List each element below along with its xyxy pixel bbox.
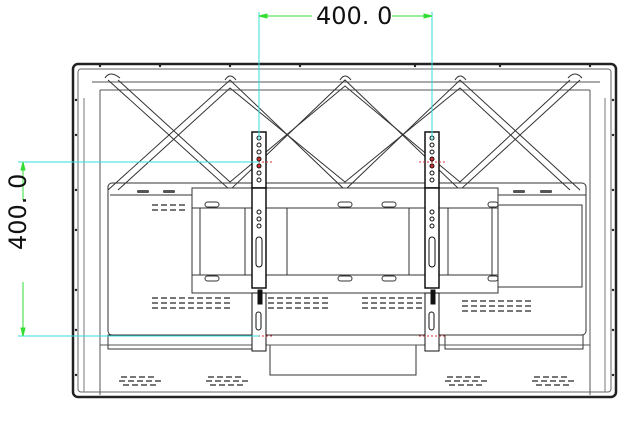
frame-screws bbox=[74, 64, 615, 377]
horizontal-dimension-label: 400. 0 bbox=[316, 2, 393, 30]
wall-plate bbox=[191, 187, 499, 294]
vertical-dimension-label: 400. 0 bbox=[4, 173, 32, 250]
left-bracket bbox=[251, 131, 267, 352]
right-bracket bbox=[424, 131, 440, 352]
tv-frame bbox=[71, 62, 618, 399]
vents bbox=[119, 190, 574, 386]
x-brace bbox=[104, 73, 583, 191]
dimension-lines bbox=[20, 13, 433, 337]
extension-lines bbox=[18, 12, 433, 337]
